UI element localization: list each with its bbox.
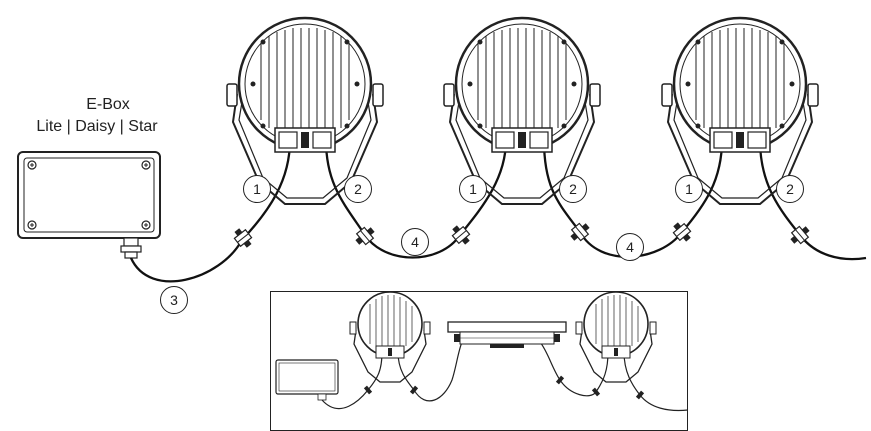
- inset-drawing: [275, 291, 689, 412]
- callout-1: 1: [675, 175, 703, 203]
- callout-2: 2: [344, 175, 372, 203]
- ebox-variants: Lite | Daisy | Star: [36, 118, 158, 135]
- ebox-enclosure: [17, 151, 161, 259]
- callout-1: 1: [243, 175, 271, 203]
- callout-4: 4: [616, 233, 644, 261]
- ebox-title: E-Box: [86, 96, 130, 113]
- callout-2: 2: [776, 175, 804, 203]
- cable-runs: [129, 139, 867, 283]
- callout-1: 1: [459, 175, 487, 203]
- cable-connector: [567, 219, 593, 245]
- inset-detail-frame: [270, 291, 688, 431]
- callout-3: 3: [160, 286, 188, 314]
- callout-2: 2: [559, 175, 587, 203]
- callout-4: 4: [401, 228, 429, 256]
